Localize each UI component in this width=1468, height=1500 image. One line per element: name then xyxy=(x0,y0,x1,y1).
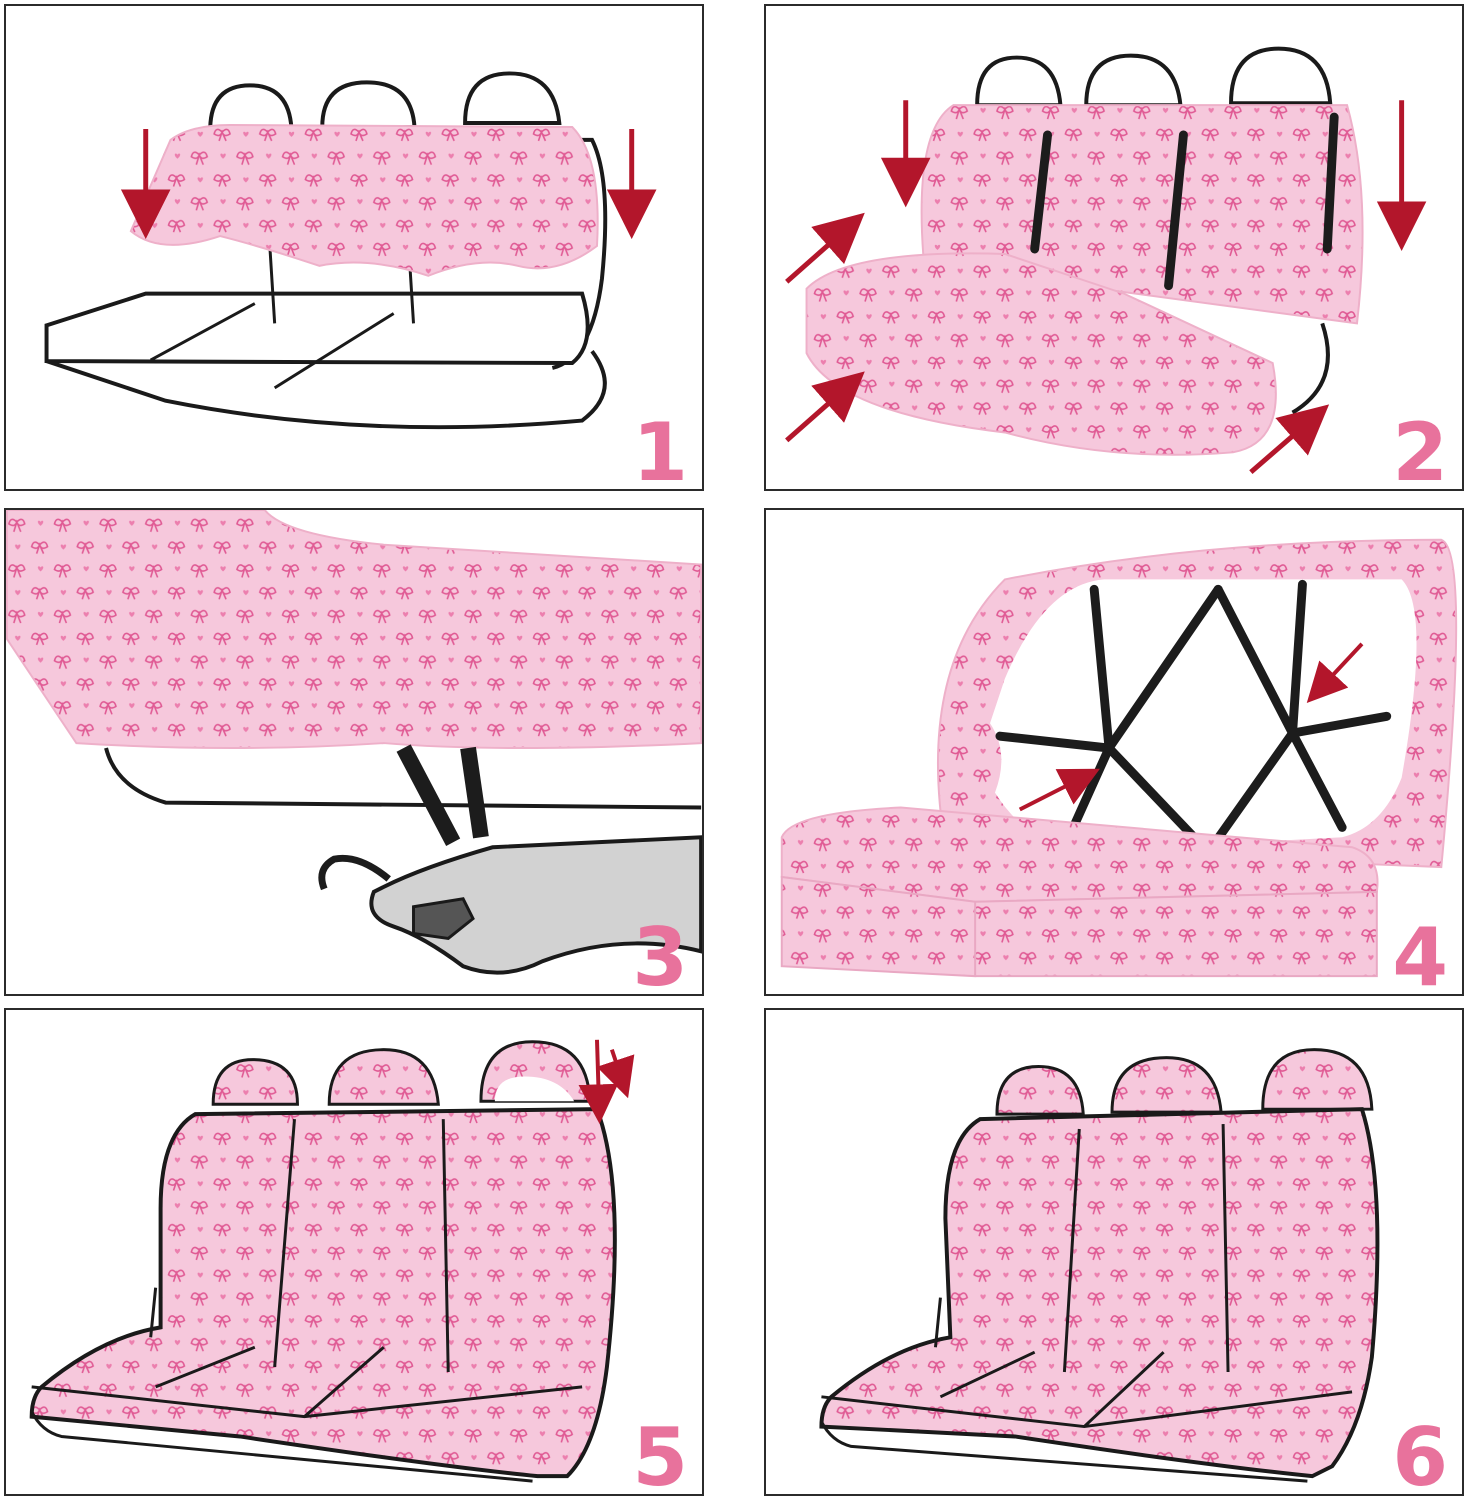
step-5-panel: 5 xyxy=(4,1008,704,1496)
step-4-panel: 4 xyxy=(764,508,1464,996)
step-2-panel: 2 xyxy=(764,4,1464,491)
step-number: 3 xyxy=(632,911,688,996)
step-2-illustration xyxy=(785,46,1427,475)
step-number: 5 xyxy=(632,1411,688,1496)
step-1-illustration xyxy=(44,71,657,430)
step-4-illustration xyxy=(780,538,1458,978)
step-number: 2 xyxy=(1392,406,1448,491)
step-6-illustration xyxy=(819,1048,1380,1483)
step-number: 4 xyxy=(1392,911,1448,996)
step-6-panel: 6 xyxy=(764,1008,1464,1496)
step-number: 6 xyxy=(1392,1411,1448,1496)
step-3-illustration xyxy=(6,510,702,975)
step-1-panel: 1 xyxy=(4,4,704,491)
step-3-panel: 3 xyxy=(4,508,704,996)
step-number: 1 xyxy=(632,406,688,491)
step-5-illustration xyxy=(29,1039,635,1483)
